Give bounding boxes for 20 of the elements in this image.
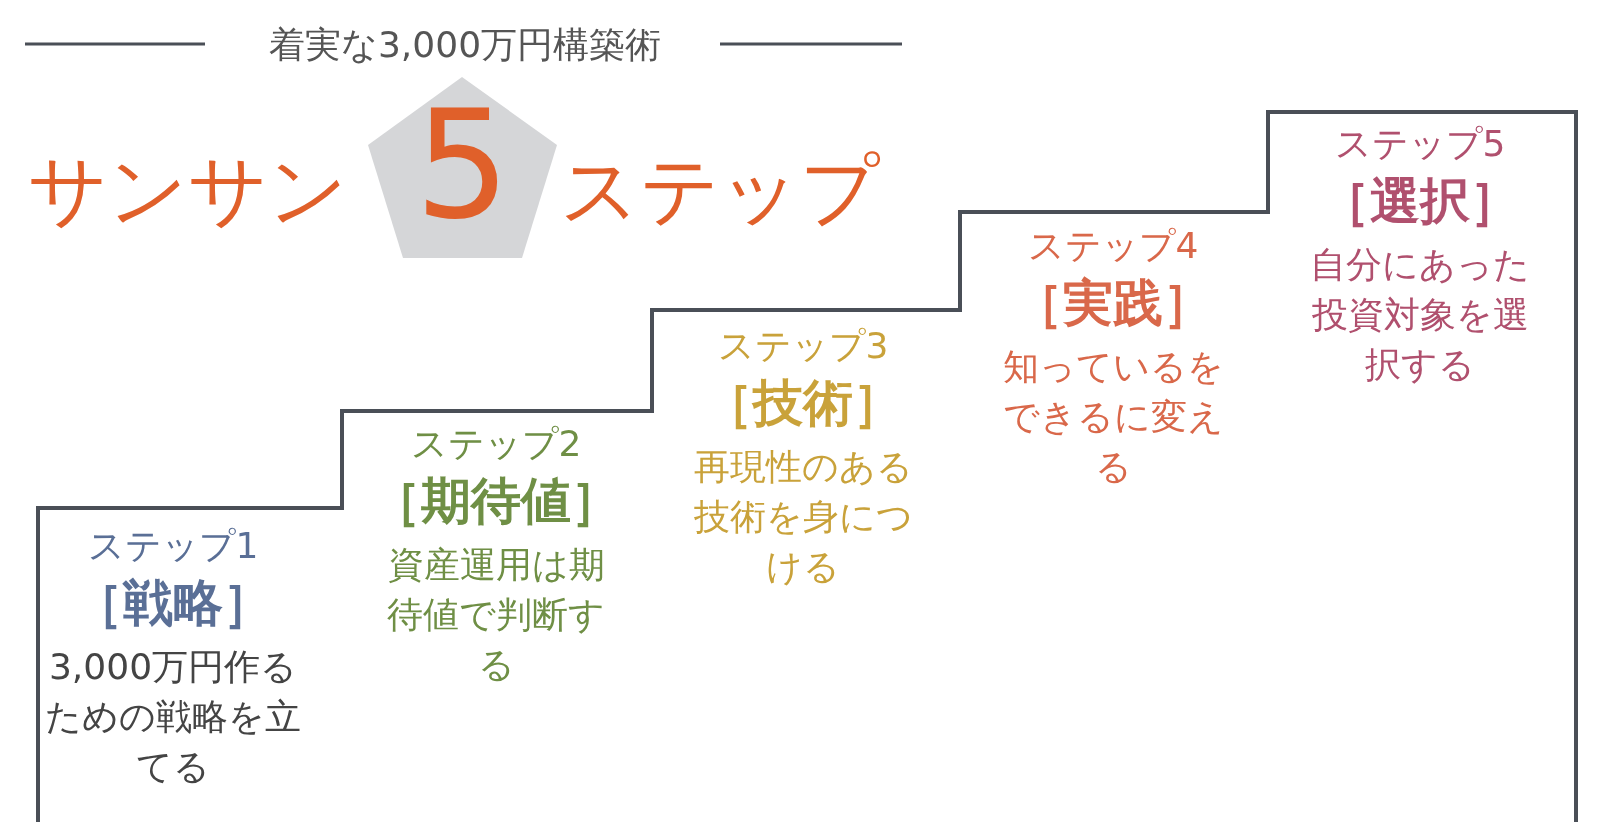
pentagon-badge bbox=[365, 75, 560, 260]
step-description: 再現性のある技術を身につける bbox=[692, 445, 914, 589]
step-label: ステップ2 bbox=[409, 422, 583, 466]
subtitle: 着実な3,000万円構築術 bbox=[267, 23, 663, 67]
step-title: ［期待値］ bbox=[370, 471, 622, 532]
step-description: 知っているをできるに変える bbox=[1001, 345, 1225, 489]
step-title: ［技術］ bbox=[702, 373, 904, 434]
step-description: 資産運用は期待値で判断する bbox=[386, 543, 606, 687]
step-description: 3,000万円作るための戦略を立てる bbox=[44, 645, 302, 789]
step-title: ［戦略］ bbox=[72, 573, 274, 634]
heading-text: サンサン bbox=[28, 144, 348, 237]
step-description: 自分にあった投資対象を選択する bbox=[1309, 243, 1531, 387]
step-label: ステップ3 bbox=[716, 324, 890, 368]
step-title: ［実践］ bbox=[1012, 273, 1214, 334]
step-count: 5 bbox=[413, 80, 512, 250]
step-title: ［選択］ bbox=[1319, 171, 1521, 232]
step-label: ステップ5 bbox=[1333, 122, 1507, 166]
step-label: ステップ1 bbox=[86, 524, 260, 568]
step-label: ステップ4 bbox=[1026, 224, 1200, 268]
heading-text: ステップ bbox=[560, 144, 880, 237]
